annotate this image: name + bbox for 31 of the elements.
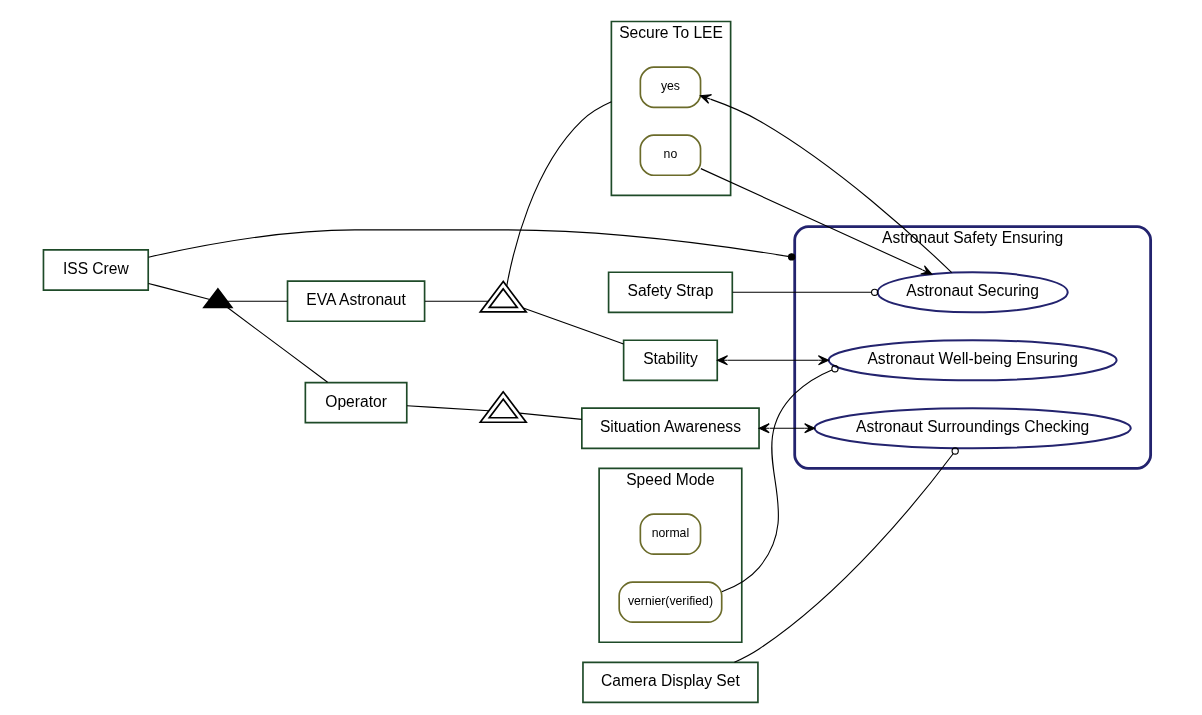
- connector: [522, 307, 624, 345]
- connector: [147, 229, 795, 261]
- connector: [226, 307, 328, 383]
- node-box: normal: [639, 513, 701, 556]
- connector: [147, 282, 210, 300]
- node-box: ISS Crew: [42, 249, 149, 291]
- node-triangle: [201, 287, 233, 309]
- node-box: no: [639, 134, 701, 177]
- node-box: vernier(verified): [617, 581, 723, 623]
- node-triangle: [478, 390, 528, 424]
- node-box: Stability: [622, 339, 718, 382]
- node-box: Situation Awareness: [580, 407, 760, 450]
- node-ellipse: Astronaut Surroundings Checking: [813, 407, 1132, 450]
- node-ellipse: Astronaut Securing: [876, 271, 1069, 314]
- node-triangle: [478, 280, 528, 313]
- connector: [423, 300, 489, 302]
- arrow: [758, 423, 815, 434]
- node-box: Camera Display Set: [581, 661, 759, 704]
- arrow: [699, 168, 932, 275]
- connector: [505, 101, 612, 287]
- arrow: [699, 94, 952, 274]
- connector: [720, 365, 839, 593]
- node-box: EVA Astronaut: [286, 280, 425, 323]
- connector: [518, 412, 582, 420]
- arrow: [716, 355, 829, 366]
- node-box: yes: [639, 66, 701, 109]
- connector: [226, 300, 288, 302]
- connector: [406, 405, 489, 412]
- node-box: Safety Strap: [607, 271, 733, 314]
- node-box: Operator: [304, 381, 408, 424]
- connector: [731, 288, 878, 296]
